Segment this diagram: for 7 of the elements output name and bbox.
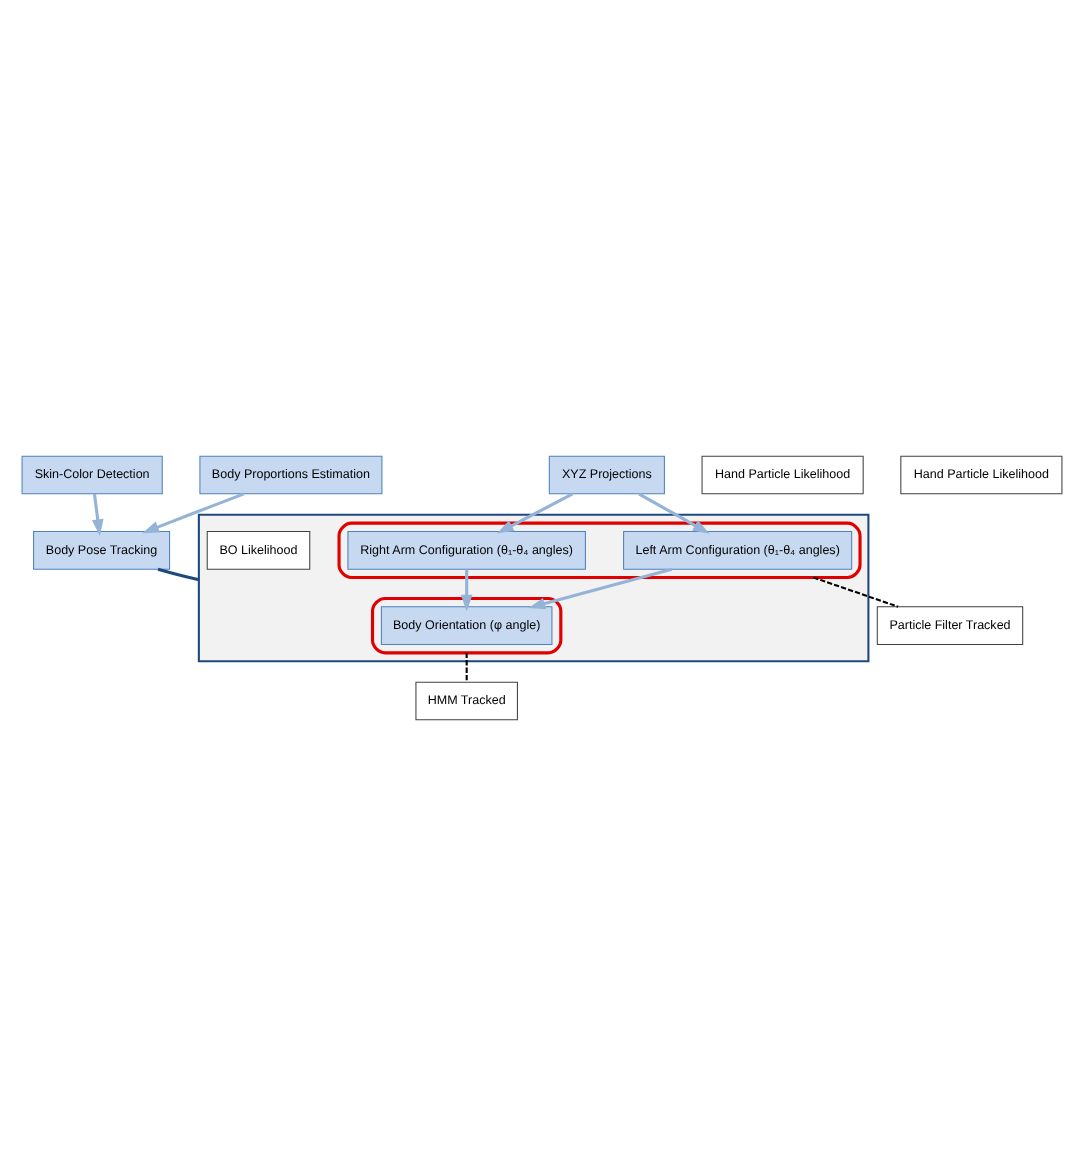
connector [813,576,899,608]
arrow [528,567,673,610]
connector [465,652,468,683]
arrow [460,569,473,612]
connector [157,567,200,582]
arrow [91,493,104,537]
cluster [197,513,870,663]
